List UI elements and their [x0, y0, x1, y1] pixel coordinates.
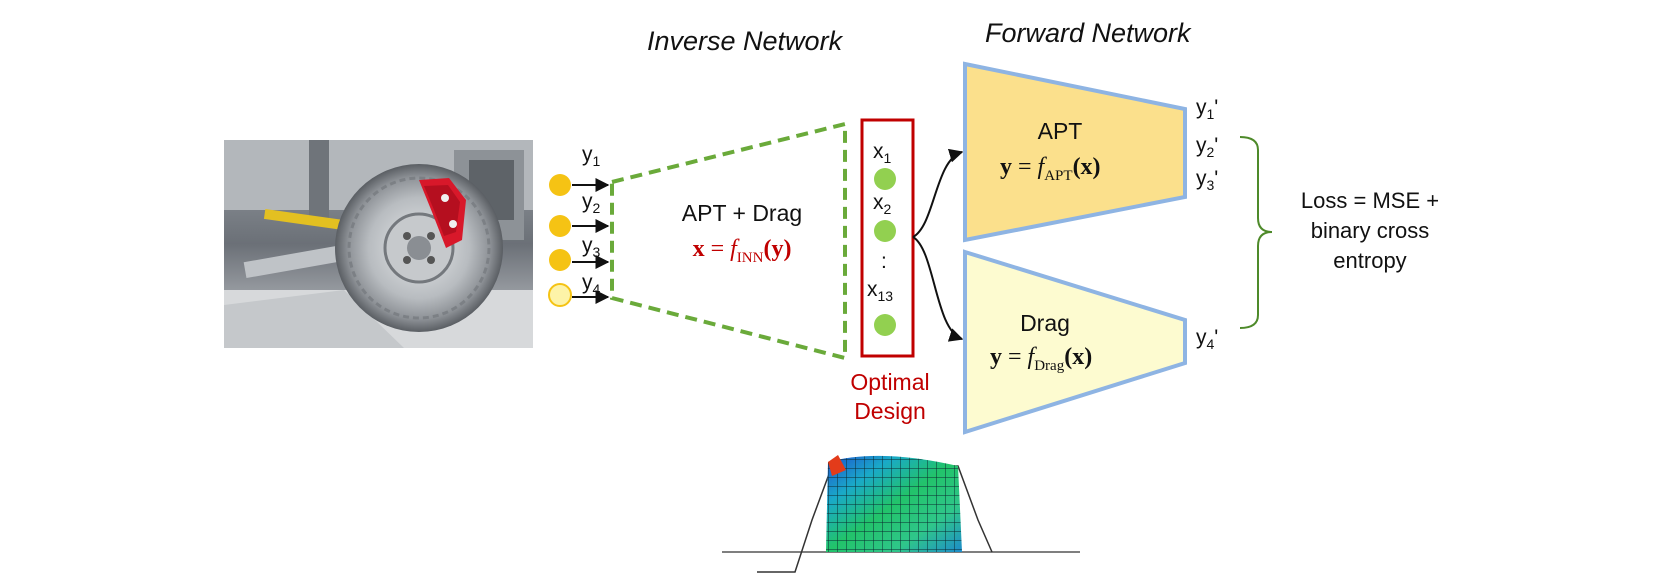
design-node-1 — [874, 168, 896, 190]
inverse-network-title: Inverse Network — [647, 26, 843, 56]
design-label-x13: x13 — [867, 278, 894, 304]
apt-network-trapezoid — [963, 61, 1187, 243]
arrow-to-apt — [912, 148, 964, 238]
inverse-network-equation: x = fINN(y) — [692, 236, 792, 266]
drag-network-label: Drag — [1020, 310, 1070, 336]
input-node-2 — [549, 215, 571, 237]
design-node-2 — [874, 220, 896, 242]
design-dots: : — [881, 250, 887, 273]
output-label-y2: y2' — [1196, 134, 1219, 160]
fe-mesh-figure — [722, 455, 1080, 573]
brake-assembly-photo — [224, 140, 533, 348]
design-label-x2: x2 — [873, 191, 892, 217]
apt-network-equation: y = fAPT(x) — [1000, 154, 1101, 184]
output-label-y1: y1' — [1196, 96, 1219, 122]
input-node-4 — [548, 283, 572, 307]
apt-network-label: APT — [1037, 118, 1083, 144]
input-node-1 — [549, 174, 571, 196]
forward-network-title: Forward Network — [985, 18, 1191, 48]
design-label-x1: x1 — [873, 140, 892, 166]
design-node-13 — [874, 314, 896, 336]
drag-network-equation: y = fDrag(x) — [990, 344, 1093, 374]
inverse-network-trapezoid — [610, 121, 847, 361]
drag-network-trapezoid — [963, 249, 1187, 435]
input-node-3 — [549, 249, 571, 271]
input-label-y1: y1 — [582, 143, 601, 169]
input-label-y4: y4 — [582, 271, 601, 297]
output-label-y4: y4' — [1196, 326, 1219, 352]
loss-description: Loss = MSE + binary cross entropy — [1300, 188, 1440, 273]
loss-brace — [1239, 136, 1273, 329]
inverse-network-label: APT + Drag — [681, 200, 803, 226]
input-label-y2: y2 — [582, 190, 601, 216]
input-label-y3: y3 — [582, 234, 601, 260]
output-label-y3: y3' — [1196, 167, 1219, 193]
arrow-to-drag — [912, 236, 964, 342]
